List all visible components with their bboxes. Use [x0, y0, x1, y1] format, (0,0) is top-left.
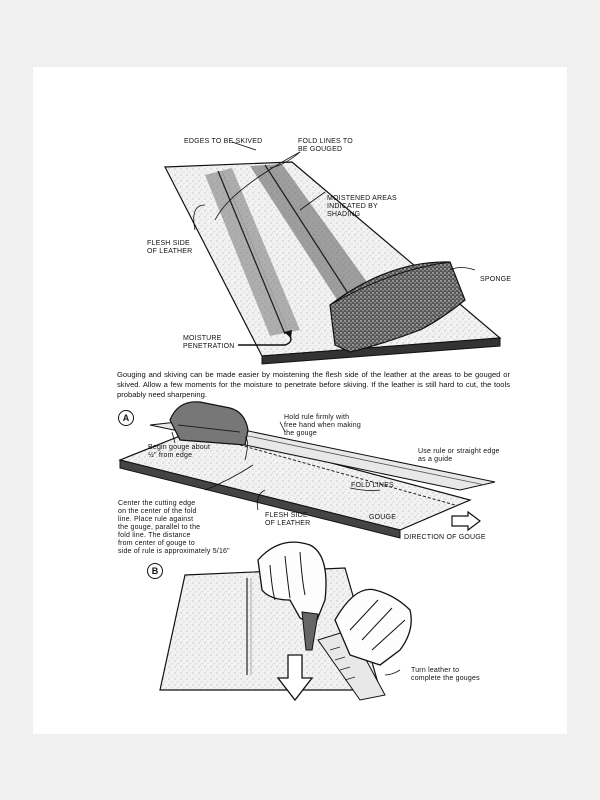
moist-shading-left [205, 168, 300, 336]
hand-gouging [257, 541, 327, 626]
direction-arrow [451, 510, 481, 532]
label-direction-of-gouge: DIRECTION OF GOUGE [404, 534, 486, 541]
moist-shading-right [250, 164, 380, 312]
label-center-cutting-edge: Center the cutting edge on the center of… [118, 500, 230, 555]
figure-a-marker: A [118, 410, 134, 426]
fold-line-a [239, 444, 456, 506]
label-turn-leather: Turn leather to complete the gouges [411, 667, 480, 682]
label-edges-to-be-skived: EDGES TO BE SKIVED [184, 138, 263, 145]
label-moistened-areas: MOISTENED AREAS INDICATED BY SHADING [327, 195, 397, 218]
figure-caption: Gouging and skiving can be made easier b… [117, 370, 510, 399]
label-fold-lines: FOLD LINES TO BE GOUGED [298, 138, 353, 153]
gouge-tool [169, 401, 249, 446]
label-gouge: GOUGE [369, 514, 397, 521]
figure-a [118, 401, 496, 539]
figure-b [159, 541, 412, 702]
leather-edge-a [119, 459, 401, 539]
label-sponge: SPONGE [480, 276, 512, 283]
fold-line-1 [217, 170, 286, 335]
label-fold-lines-a: FOLD LINES [351, 482, 394, 489]
label-flesh-side-top: FLESH SIDE OF LEATHER [147, 240, 193, 255]
label-moisture-penetration: MOISTURE PENETRATION [183, 335, 235, 350]
label-hold-rule: Hold rule firmly with free hand when mak… [284, 414, 361, 437]
sponge [329, 261, 466, 353]
top-figure [164, 141, 502, 365]
fold-line-2 [264, 164, 361, 313]
label-begin-gouge: Begin gouge about ½" from edge [148, 444, 211, 459]
label-use-rule: Use rule or straight edge as a guide [418, 448, 500, 463]
label-flesh-side-a: FLESH SIDE OF LEATHER [265, 512, 311, 527]
down-arrow-b [276, 654, 314, 702]
gouge-b [301, 611, 319, 651]
leather-edge-top [261, 337, 501, 365]
figure-b-marker: B [147, 563, 163, 579]
